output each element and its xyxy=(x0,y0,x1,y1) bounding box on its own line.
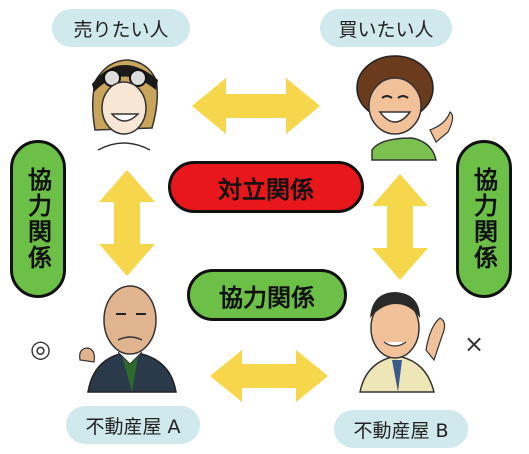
agent-a-figure xyxy=(79,285,177,393)
arrow-top-horizontal xyxy=(192,78,320,134)
buyer-label: 買いたい人 xyxy=(320,9,452,47)
cooperation-left-badge: 協力関係 xyxy=(10,140,66,298)
arrow-bottom-horizontal xyxy=(210,350,328,402)
buyer-figure xyxy=(356,55,454,161)
agent-b-mark: × xyxy=(464,330,485,358)
seller-label: 売りたい人 xyxy=(52,9,190,47)
agent-b-figure xyxy=(359,292,446,393)
agent-b-label: 不動産屋 B xyxy=(334,410,468,448)
opposition-badge: 対立関係 xyxy=(168,161,364,213)
agent-a-mark: ◎ xyxy=(30,335,51,363)
arrow-left-vertical xyxy=(99,170,155,276)
seller-figure xyxy=(92,59,159,151)
arrow-right-vertical xyxy=(372,174,428,280)
agent-a-label: 不動産屋 A xyxy=(66,406,200,444)
cooperation-right-badge: 協力関係 xyxy=(456,140,512,298)
cooperation-center-badge: 協力関係 xyxy=(187,269,347,321)
